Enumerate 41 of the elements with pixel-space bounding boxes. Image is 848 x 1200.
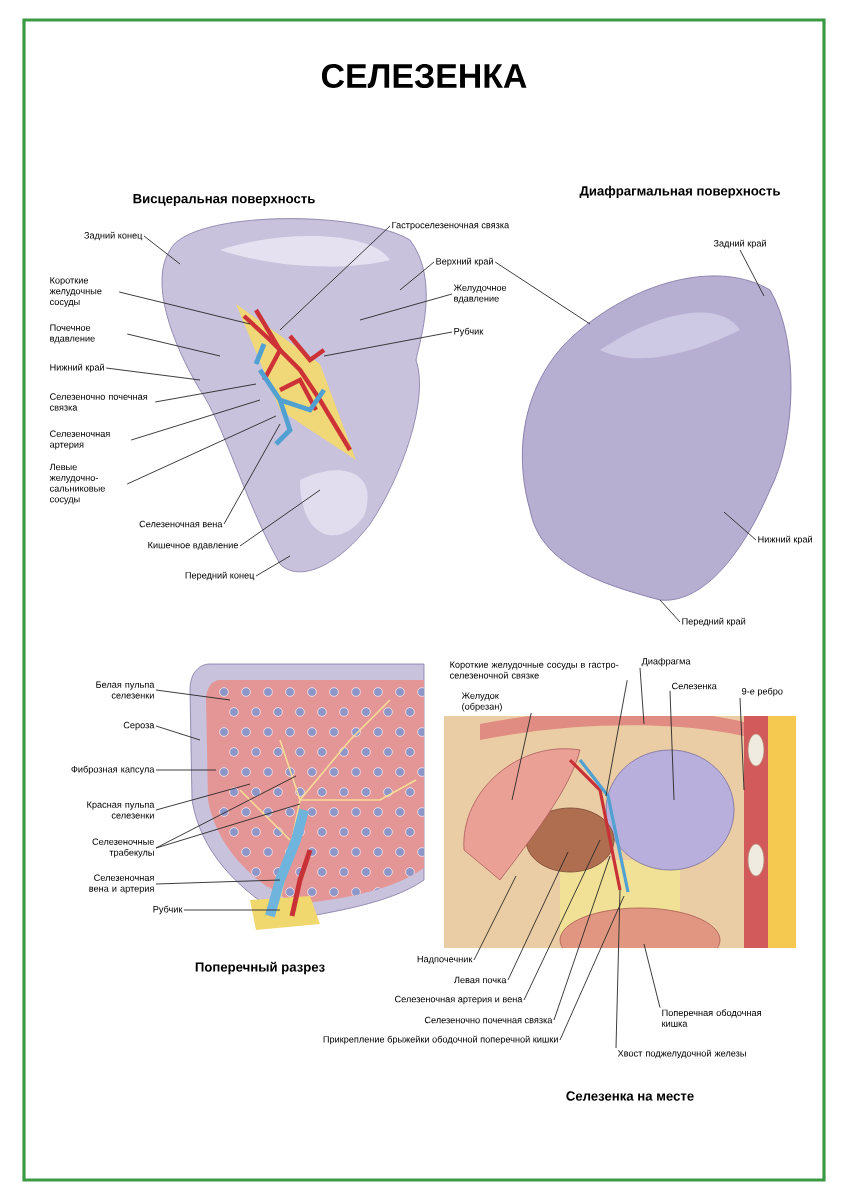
leader-line: [143, 235, 181, 265]
leader-line: [223, 423, 281, 525]
leader-line: [507, 851, 569, 981]
leader-line: [659, 599, 681, 623]
leader-line: [473, 875, 517, 961]
leader-line: [155, 775, 297, 849]
leader-line: [126, 333, 221, 357]
leader-line: [559, 895, 625, 1041]
leader-line: [615, 889, 621, 1049]
leader-line: [155, 689, 231, 701]
leader-line: [183, 909, 281, 911]
leader-line: [605, 679, 628, 797]
leader-line: [155, 803, 301, 849]
leader-line: [155, 725, 201, 741]
leader-line: [155, 783, 251, 811]
leader-line: [643, 943, 661, 1009]
leader-line: [255, 555, 291, 577]
leader-line: [553, 855, 611, 1021]
leader-line: [511, 712, 532, 801]
leader-line: [523, 839, 601, 1001]
leader-line: [154, 383, 257, 403]
leader-line: [739, 697, 745, 791]
poster-title: СЕЛЕЗЕНКА: [321, 64, 527, 88]
spleen-diaphragmatic-drawing: [521, 275, 792, 601]
leader-line: [739, 249, 765, 297]
leader-line: [399, 261, 435, 291]
leader-line: [155, 769, 217, 771]
leader-line: [239, 489, 321, 547]
leader-line: [639, 667, 645, 725]
leader-line: [359, 293, 453, 321]
spleen-cross-section-drawing: [189, 663, 425, 930]
leader-line: [105, 367, 201, 381]
spleen-in-situ-drawing: [444, 716, 796, 948]
leader-line: [126, 415, 277, 485]
leader-line: [130, 399, 261, 441]
leader-line: [669, 690, 675, 801]
leader-line: [494, 261, 591, 325]
leader-line: [723, 511, 757, 541]
leader-line: [155, 879, 281, 885]
leader-line: [323, 331, 453, 357]
leader-line: [118, 291, 251, 325]
